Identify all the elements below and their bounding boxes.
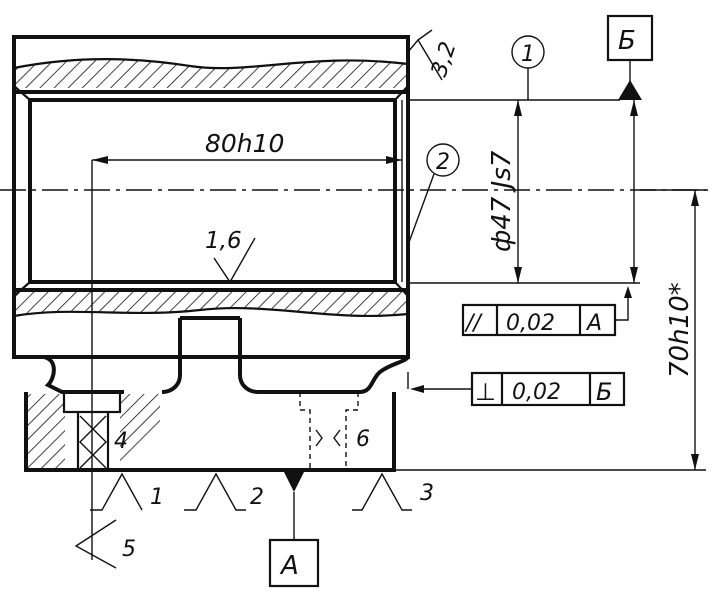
clamp-arrows	[315, 429, 341, 447]
roughness-outer: 3,2	[407, 29, 462, 81]
support-5-label: 5	[122, 537, 136, 562]
support-1: 1	[90, 472, 164, 511]
dim-height: 70h10*	[394, 189, 706, 471]
datum-a: А	[268, 470, 320, 588]
callout-1: 1	[511, 35, 545, 100]
perpendicularity-datum: Б	[596, 378, 612, 406]
diameter-dimension-text: ф47 Js7	[487, 150, 517, 252]
pin-cross	[79, 415, 107, 469]
callout-1-text: 1	[521, 42, 535, 67]
base-hatch-left	[27, 394, 65, 468]
part-body	[12, 35, 410, 394]
parallelism-value: 0,02	[506, 311, 555, 336]
datum-b-text: Б	[618, 26, 636, 56]
support-2: 2	[184, 472, 264, 511]
fixture-base	[24, 390, 396, 472]
perpendicularity-value: 0,02	[512, 380, 561, 405]
dim-diameter: ф47 Js7	[408, 99, 640, 284]
top-break-line	[13, 58, 409, 70]
roughness-outer-text: 3,2	[427, 39, 462, 80]
datum-b: Б	[606, 14, 654, 100]
support-4-label: 4	[114, 429, 128, 454]
support-6-label: 6	[356, 427, 370, 452]
bottom-break-line	[13, 307, 409, 318]
datum-a-text: А	[279, 551, 299, 581]
support-1-label: 1	[150, 485, 164, 510]
groove-right-wall	[238, 318, 410, 394]
support-3-label: 3	[420, 481, 434, 506]
top-section-hatch	[14, 59, 408, 88]
parallelism-frame: // 0,02 А	[461, 286, 632, 337]
parallelism-datum: А	[585, 311, 602, 336]
parallelism-symbol: //	[464, 311, 483, 336]
height-dimension-text: 70h10*	[665, 282, 695, 378]
groove-left-wall	[161, 318, 182, 394]
dim-length: 80h10	[92, 129, 402, 164]
roughness-bore: 1,6	[205, 228, 256, 284]
perpendicularity-frame: ⊥ 0,02 Б	[407, 371, 626, 407]
support-3: 3	[352, 472, 434, 511]
bore-outline	[28, 98, 397, 284]
part-outline	[12, 35, 410, 359]
perpendicularity-symbol: ⊥	[475, 378, 496, 406]
support-5: 5	[74, 519, 136, 569]
callout-2-text: 2	[436, 150, 450, 175]
bottom-section-hatch	[14, 290, 408, 316]
callout-2: 2	[407, 143, 460, 246]
roughness-bore-text: 1,6	[205, 228, 242, 254]
flange-left	[14, 355, 124, 394]
clamp-pocket	[299, 392, 359, 470]
base-hatch-mid	[120, 394, 160, 468]
base-outline	[24, 392, 396, 472]
length-dimension-text: 80h10	[205, 129, 284, 158]
support-2-label: 2	[250, 485, 264, 510]
